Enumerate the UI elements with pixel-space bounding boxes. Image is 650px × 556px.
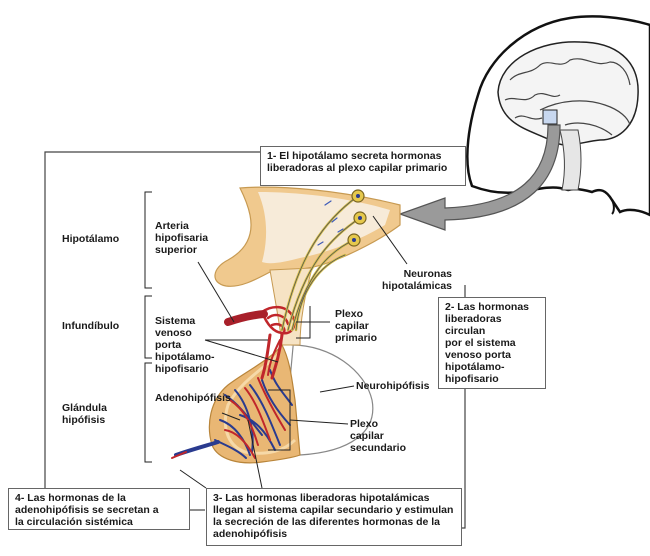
pointer-arrow [398,124,561,231]
label-plexo-secundario: Plexo capilar secundario [350,418,407,454]
label-neurohipofisis: Neurohipófisis [356,380,430,392]
step3-box: 3- Las hormonas liberadoras hipotalámica… [206,488,462,546]
label-arteria: Arteria hipofisaria superior [155,220,209,256]
label-sistema-porta: Sistema venoso porta hipotálamo- hipofis… [155,315,215,375]
label-neuronas: Neuronas hipotalámicas [382,268,453,292]
label-plexo-primario: Plexo capilar primario [335,308,378,344]
callout-lines [179,215,408,489]
hypothalamic-neurons [280,189,367,332]
head-silhouette [466,15,650,217]
label-glandula-hipofisis: Glándula hipófisis [62,402,107,426]
label-adenohipofisis: Adenohipófisis [155,392,231,404]
label-infundibulo: Infundíbulo [62,320,120,332]
step2-box: 2- Las hormonas liberadoras circulan por… [438,297,546,389]
region-brackets [144,191,152,463]
step1-box: 1- El hipotálamo secreta hormonas libera… [260,146,466,186]
label-hipotalamo: Hipotálamo [62,233,120,245]
step4-box: 4- Las hormonas de la adenohipófisis se … [8,488,190,530]
superior-hypophyseal-artery [224,310,268,326]
